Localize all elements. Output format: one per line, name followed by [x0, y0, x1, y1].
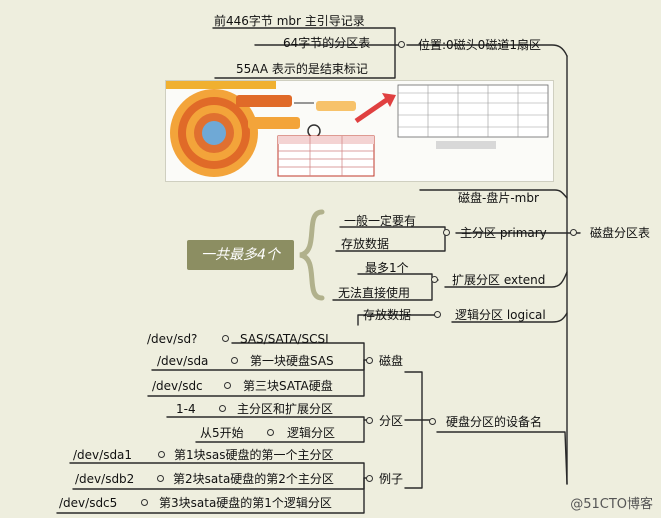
ex-sdc5-circle	[141, 499, 148, 506]
curly-brace	[299, 209, 325, 301]
part-1-4-circle	[219, 405, 226, 412]
logical-node-text: 逻辑分区 logical	[455, 308, 546, 322]
max-four-banner: 一共最多4个	[187, 240, 294, 270]
devname-disk-line	[404, 371, 431, 421]
primary-node-circle	[443, 229, 450, 236]
dev-sdc-circle	[224, 382, 231, 389]
ex-sdb2-circle	[157, 475, 164, 482]
devname-ex-line	[404, 419, 423, 489]
pos-node-circle	[398, 41, 405, 48]
logical-branch-line	[451, 312, 568, 323]
pos-c1-line	[212, 27, 396, 46]
extend-child-max-one-text: 最多1个	[365, 261, 409, 275]
dn-ex-c3-line	[56, 477, 365, 514]
dev-sda-desc-text: 第一块硬盘SAS	[250, 354, 334, 368]
dev-sd-question-desc-text: SAS/SATA/SCSI	[240, 332, 329, 346]
ex-sda1-circle	[158, 451, 165, 458]
devname-node-text: 硬盘分区的设备名	[446, 415, 543, 429]
dev-sd-question-text: /dev/sd?	[147, 332, 198, 346]
primary-node-text: 主分区 primary	[460, 226, 547, 240]
dn-disk-node-text: 磁盘	[379, 354, 404, 368]
pos-child-55aa-text: 55AA 表示的是结束标记	[236, 62, 368, 76]
ex-sdc5-text: /dev/sdc5	[59, 496, 118, 510]
root-node-circle	[570, 229, 577, 236]
dn-part-c2-line	[195, 419, 365, 443]
ex-sdb2-text: /dev/sdb2	[75, 472, 135, 486]
primary-child-store-text: 存放数据	[341, 237, 390, 251]
ex-sda1-text: /dev/sda1	[73, 448, 133, 462]
mbr-diagram-graphic	[166, 81, 553, 181]
pos-node-text: 位置:0磁头0磁道1扇区	[418, 38, 541, 52]
devname-node-circle	[429, 418, 436, 425]
disk-node-text: 磁盘-盘片-mbr	[458, 191, 539, 205]
part-1-4-text: 1-4	[176, 402, 196, 416]
part-5-up-text: 从5开始	[200, 426, 244, 440]
dn-ex-node-text: 例子	[379, 472, 404, 486]
logical-c1-line	[357, 314, 439, 326]
pos-child-mbr-text: 前446字节 mbr 主引导记录	[214, 14, 365, 28]
ex-sdc5-desc-text: 第3块sata硬盘的第1个逻辑分区	[159, 496, 332, 510]
dev-sdc-desc-text: 第三块SATA硬盘	[243, 379, 333, 393]
devname-branch-line	[436, 431, 568, 485]
extend-child-unusable-text: 无法直接使用	[338, 286, 411, 300]
pos-branch-line	[406, 44, 568, 57]
ex-sda1-desc-text: 第1块sas硬盘的第一个主分区	[174, 448, 334, 462]
part-5-up-desc-text: 逻辑分区	[287, 426, 336, 440]
part-5-up-circle	[267, 429, 274, 436]
dev-sda-circle	[231, 357, 238, 364]
dn-disk-c3-line	[147, 359, 365, 397]
logical-node-circle	[434, 311, 441, 318]
disk-branch-line	[419, 189, 568, 199]
root-node-text: 磁盘分区表	[590, 226, 651, 240]
extend-node-text: 扩展分区 extend	[452, 273, 546, 287]
extend-node-circle	[431, 276, 438, 283]
ex-sdb2-desc-text: 第2块sata硬盘的第2个主分区	[173, 472, 334, 486]
mbr-diagram-image	[165, 80, 554, 182]
dn-part-node-circle	[366, 417, 373, 424]
primary-child-required-text: 一般一定要有	[344, 214, 417, 228]
dev-sda-text: /dev/sda	[157, 354, 209, 368]
watermark-text: @51CTO博客	[570, 497, 653, 512]
dn-part-node-text: 分区	[379, 414, 404, 428]
pos-child-partition-table-text: 64字节的分区表	[283, 36, 371, 50]
dev-sdc-text: /dev/sdc	[152, 379, 203, 393]
logical-child-store-text: 存放数据	[363, 308, 412, 322]
dn-part-c1-line	[166, 416, 373, 421]
dn-disk-node-circle	[366, 357, 373, 364]
extend-branch-line	[444, 271, 568, 288]
pos-c3-line	[214, 44, 401, 79]
dn-ex-node-circle	[366, 475, 373, 482]
part-1-4-desc-text: 主分区和扩展分区	[237, 402, 334, 416]
dev-sd-question-circle	[222, 335, 229, 342]
